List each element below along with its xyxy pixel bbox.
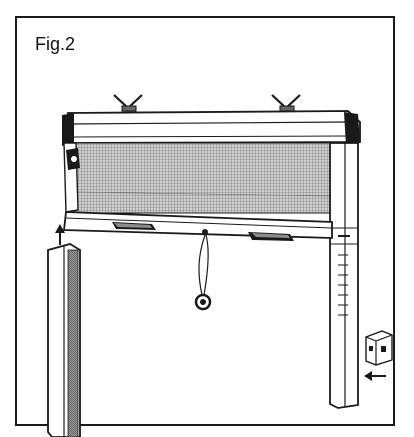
screen-mesh [71, 142, 331, 214]
left-side-guide [63, 142, 80, 213]
right-side-post [329, 142, 359, 409]
pull-cord [194, 234, 212, 311]
mounting-bracket-icon [365, 330, 393, 366]
pull-cord-knob-icon [194, 293, 212, 311]
left-guide-rail [47, 243, 81, 437]
top-clip-right [271, 94, 301, 112]
top-clip-left [113, 94, 143, 112]
arrow-left-icon [364, 371, 386, 381]
top-cassette [62, 110, 361, 146]
figure-frame [15, 16, 395, 426]
figure-label: Fig.2 [35, 34, 76, 54]
bottom-rail [62, 211, 333, 241]
arrow-up-icon [55, 224, 65, 245]
